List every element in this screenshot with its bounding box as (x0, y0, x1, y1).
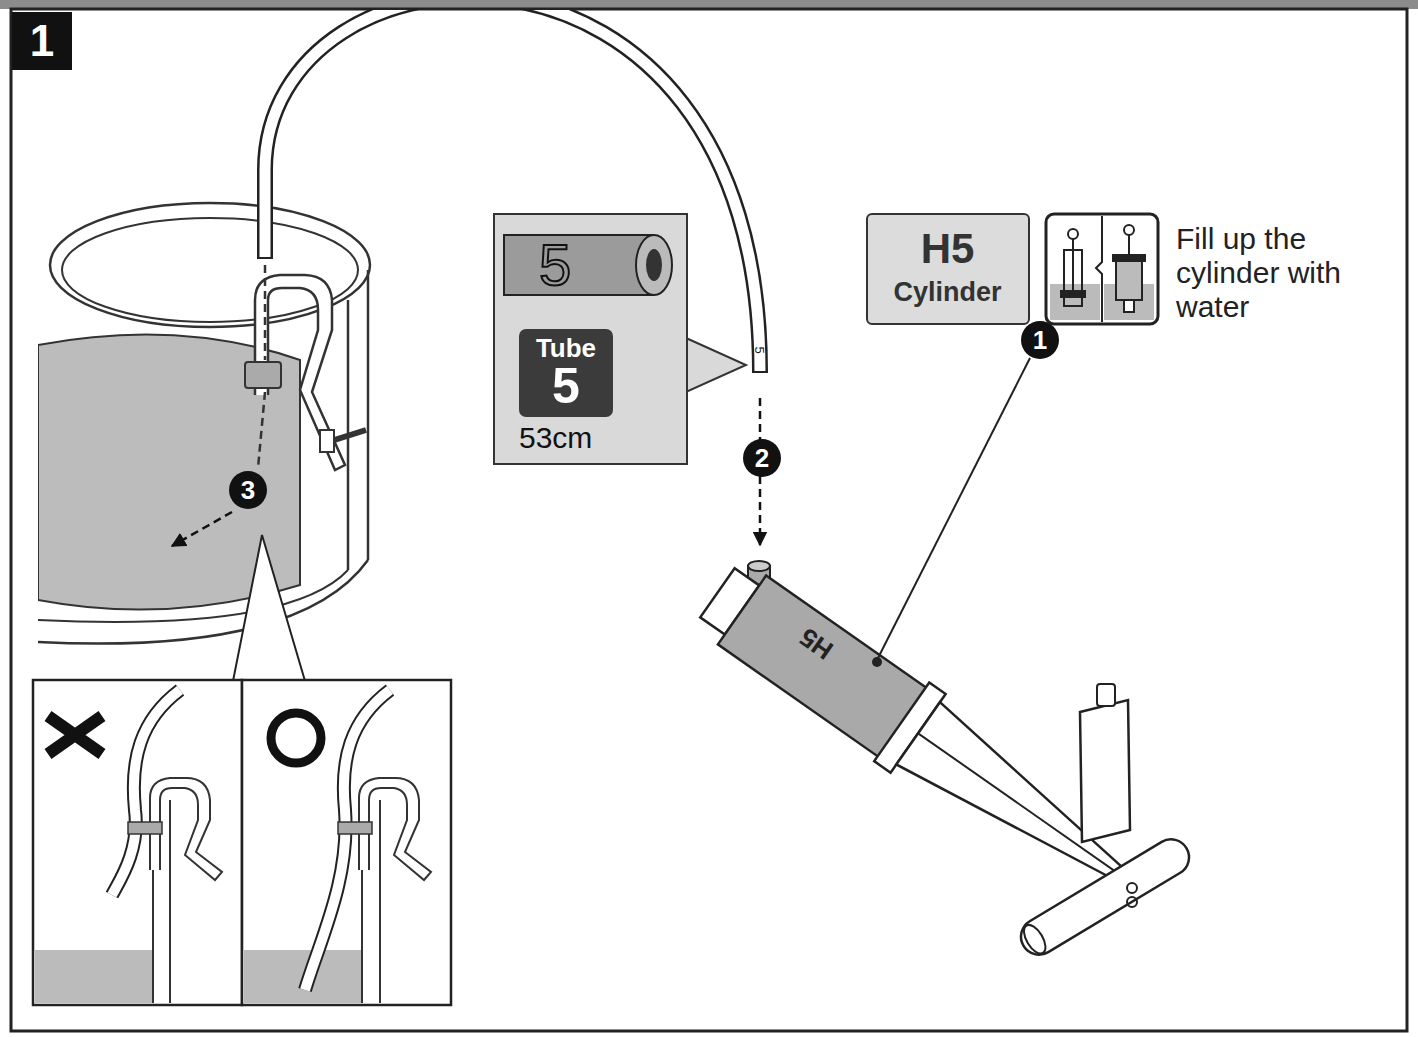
callout-pointer (686, 338, 746, 392)
frame (11, 9, 1407, 1031)
tube-side (504, 235, 654, 295)
node-text: 1 (1020, 320, 1060, 360)
tube-picture: 5 (503, 225, 675, 305)
tube-end (752, 371, 768, 373)
callout-circle-fill (229, 471, 267, 509)
bucket (38, 203, 370, 644)
inset-ring (128, 822, 162, 834)
icon-cylinder (1116, 258, 1142, 300)
callout-number: 3 (228, 470, 268, 510)
crossbar-end (1020, 921, 1050, 957)
clip-ring (245, 362, 281, 388)
crossbar (1014, 833, 1195, 962)
wrong-inset (33, 680, 242, 1005)
instruction-note: Fill up the cylinder with water (1176, 222, 1391, 324)
tube-callout: 53cm5Tube5 (493, 213, 688, 465)
icon-piston (1060, 290, 1086, 298)
icon-handle (1124, 225, 1134, 235)
insert-guide (258, 392, 265, 468)
fill-icon (1046, 214, 1158, 324)
node-text: 5 (519, 357, 613, 415)
node-text: 53cm (519, 421, 592, 455)
wrong-mark (48, 716, 102, 754)
icon-divider (1096, 216, 1102, 322)
right-inset (242, 680, 451, 1005)
tube-drawing (503, 225, 675, 305)
inset-wall (379, 800, 381, 1003)
tube-hole (646, 249, 662, 281)
callout-number: 1 (1020, 320, 1060, 360)
inset-panel (242, 680, 451, 1005)
tube-marking: 5 (752, 346, 766, 353)
inset-panel (33, 680, 242, 1005)
post (1080, 700, 1130, 842)
callout-number: 2 (742, 438, 782, 478)
bucket-wall (367, 270, 370, 560)
bucket-rim-inner (62, 218, 358, 322)
callout-circle-fill (743, 439, 781, 477)
icon-nozzle (1124, 300, 1134, 312)
node-text: 2 (742, 438, 782, 478)
node-text: 5 (539, 230, 571, 300)
inset-water (35, 950, 153, 1003)
tube-badge: Tube5 (519, 329, 613, 417)
pin (1127, 897, 1137, 907)
cylinder-name-box: H5Cylinder (866, 213, 1030, 325)
cylinder-assembly (690, 553, 1196, 961)
bucket-bottom (38, 560, 368, 644)
icon-rod (1072, 238, 1074, 290)
inset-tube-outline (112, 690, 180, 895)
inset-wall (169, 800, 171, 1003)
post-knob (1097, 684, 1115, 706)
zoom-pointer (233, 535, 305, 681)
pin (1127, 883, 1137, 893)
node-text: 1 (12, 12, 72, 70)
leader-line (877, 358, 1030, 660)
node-text: 3 (228, 470, 268, 510)
insert-guide (264, 265, 267, 360)
icon-piston (1112, 254, 1146, 262)
nozzle-top (748, 561, 770, 571)
tube-end (636, 235, 672, 295)
icon-box (1046, 214, 1158, 324)
insert-arrow (172, 512, 232, 546)
leader-dot (872, 657, 882, 667)
icon-rod (1128, 234, 1130, 254)
clip-screw-head (320, 430, 334, 452)
right-mark (271, 713, 321, 763)
node-text: H5 (868, 225, 1027, 273)
callout-circle-fill (1021, 321, 1059, 359)
bucket-bottom (38, 570, 348, 622)
step-badge: 1 (12, 12, 72, 70)
node-text: Cylinder (868, 275, 1027, 309)
tube-end (257, 257, 273, 259)
icon-handle (1068, 229, 1078, 239)
inset-ring (338, 822, 372, 834)
icon-water (1050, 284, 1100, 320)
inset-tube (112, 690, 180, 895)
